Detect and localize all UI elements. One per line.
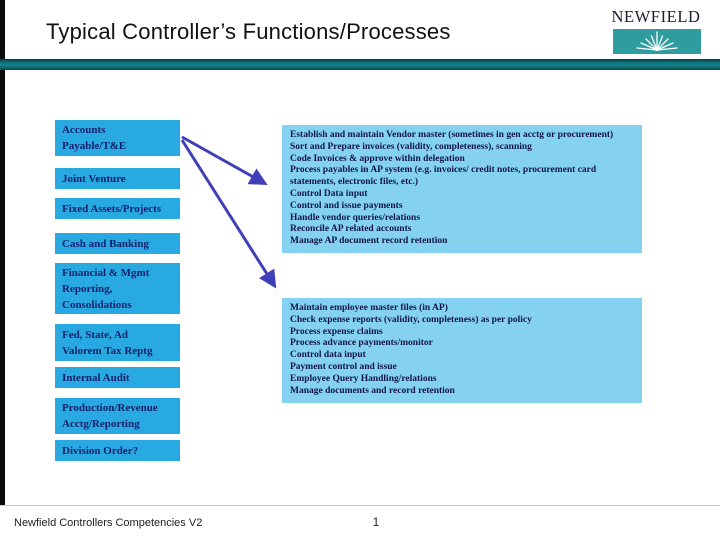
newfield-logo-text: NEWFIELD [611, 7, 701, 26]
function-box-production-revenue: Production/Revenue Acctg/Reporting [55, 398, 180, 434]
function-box-label: Division Order? [62, 444, 139, 457]
detail-box-te-expense: Maintain employee master files (in AP) C… [282, 298, 642, 403]
detail-line: Process expense claims [290, 326, 383, 337]
function-box-label: Cash and Banking [62, 237, 149, 250]
page-number: 1 [372, 515, 380, 529]
detail-line: statements, electronic files, etc.) [290, 177, 419, 188]
newfield-logo-mark [613, 29, 701, 54]
function-box-tax-reporting: Fed, State, Ad Valorem Tax Reptg [55, 324, 180, 361]
function-box-financial-reporting: Financial & Mgmt Reporting, Consolidatio… [55, 263, 180, 314]
function-box-label: Fed, State, Ad Valorem Tax Reptg [62, 328, 153, 357]
detail-line: Employee Query Handling/relations [290, 373, 437, 384]
detail-line: Payment control and issue [290, 361, 397, 372]
detail-line: Code Invoices & approve within delegatio… [290, 153, 465, 164]
detail-box-ap-vendor: Establish and maintain Vendor master (so… [282, 125, 642, 253]
function-box-accounts-payable: Accounts Payable/T&E [55, 120, 180, 156]
function-box-cash-banking: Cash and Banking [55, 233, 180, 254]
left-edge-bar [0, 0, 5, 506]
detail-line: Process advance payments/monitor [290, 338, 433, 349]
function-box-label: Production/Revenue Acctg/Reporting [62, 402, 158, 430]
function-box-internal-audit: Internal Audit [55, 367, 180, 388]
detail-line: Control data input [290, 350, 366, 361]
slide-title: Typical Controller’s Functions/Processes [46, 19, 451, 44]
detail-line: Handle vendor queries/relations [290, 212, 421, 223]
detail-line: Sort and Prepare invoices (validity, com… [290, 141, 532, 152]
detail-line: Establish and maintain Vendor master (so… [290, 130, 614, 140]
detail-line: Control Data input [290, 188, 368, 199]
detail-line: Check expense reports (validity, complet… [290, 314, 532, 325]
function-box-division-order: Division Order? [55, 440, 180, 461]
function-box-joint-venture: Joint Venture [55, 168, 180, 189]
function-box-label: Internal Audit [62, 371, 130, 384]
footer-text: Newfield Controllers Competencies V2 [14, 517, 203, 529]
function-box-label: Fixed Assets/Projects [62, 202, 162, 215]
function-box-label: Financial & Mgmt Reporting, Consolidatio… [62, 266, 150, 311]
arrow-ap-to-expense-detail [180, 139, 277, 289]
sunburst-icon [636, 31, 678, 51]
function-box-fixed-assets: Fixed Assets/Projects [55, 198, 180, 219]
function-box-label: Joint Venture [62, 172, 126, 185]
newfield-logo: NEWFIELD [610, 7, 702, 54]
detail-line: Reconcile AP related accounts [290, 224, 412, 235]
arrow-ap-to-vendor-detail [181, 135, 268, 186]
header-divider-bar [0, 59, 720, 70]
detail-line: Manage AP document record retention [290, 236, 448, 247]
detail-line: Manage documents and record retention [290, 385, 455, 396]
detail-line: Maintain employee master files (in AP) [290, 303, 448, 313]
detail-line: Process payables in AP system (e.g. invo… [290, 165, 597, 176]
function-box-label: Accounts Payable/T&E [62, 124, 127, 152]
detail-line: Control and issue payments [290, 200, 403, 211]
footer-divider [0, 505, 720, 506]
